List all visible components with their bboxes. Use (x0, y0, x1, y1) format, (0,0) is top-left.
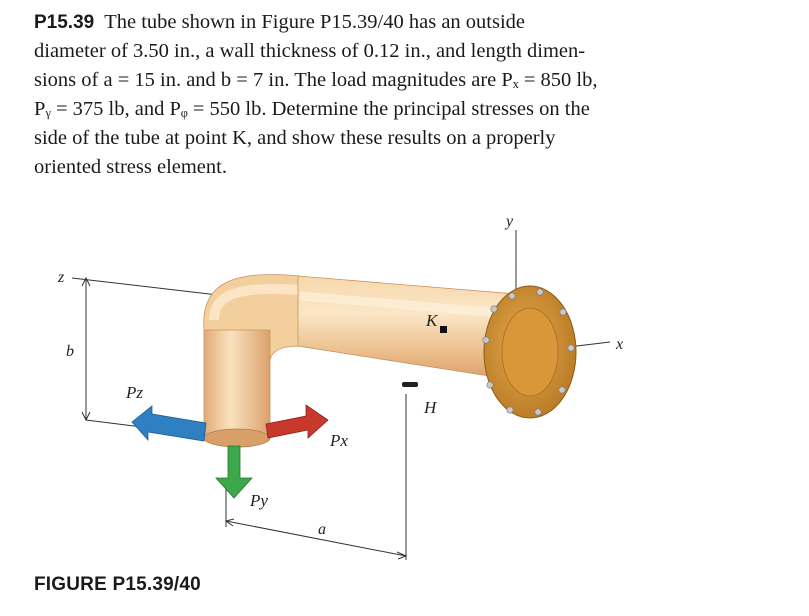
force-py-label: Py (249, 491, 268, 510)
dim-b-label: b (66, 343, 74, 360)
pipe-vertical (203, 319, 271, 448)
force-px-label: Px (329, 431, 348, 450)
arrow-pz (131, 405, 207, 442)
problem-line-4: Pᵧ = 375 lb, and Pᵩ = 550 lb. Determine … (34, 98, 590, 120)
flange-bolts (482, 288, 575, 416)
y-axis-label: y (504, 213, 514, 230)
arrow-px (265, 404, 329, 439)
arrow-py (215, 445, 253, 499)
problem-line-5: side of the tube at point K, and show th… (34, 127, 556, 149)
flange (482, 285, 577, 419)
force-pz-label: Pz (125, 383, 143, 402)
problem-line-2: diameter of 3.50 in., a wall thickness o… (34, 40, 586, 62)
point-h-label: H (423, 398, 438, 417)
problem-number: P15.39 (34, 12, 95, 33)
problem-line-6: oriented stress element. (34, 156, 227, 178)
point-h-marker (402, 382, 418, 387)
dim-a-label: a (318, 521, 326, 538)
figure-caption: FIGURE P15.39/40 (34, 574, 201, 595)
x-axis-label: x (615, 336, 623, 353)
problem-line-3: sions of a = 15 in. and b = 7 in. The lo… (34, 69, 598, 91)
point-k-label: K (425, 311, 439, 330)
point-k-marker (440, 326, 447, 333)
z-axis-label: z (57, 269, 65, 286)
